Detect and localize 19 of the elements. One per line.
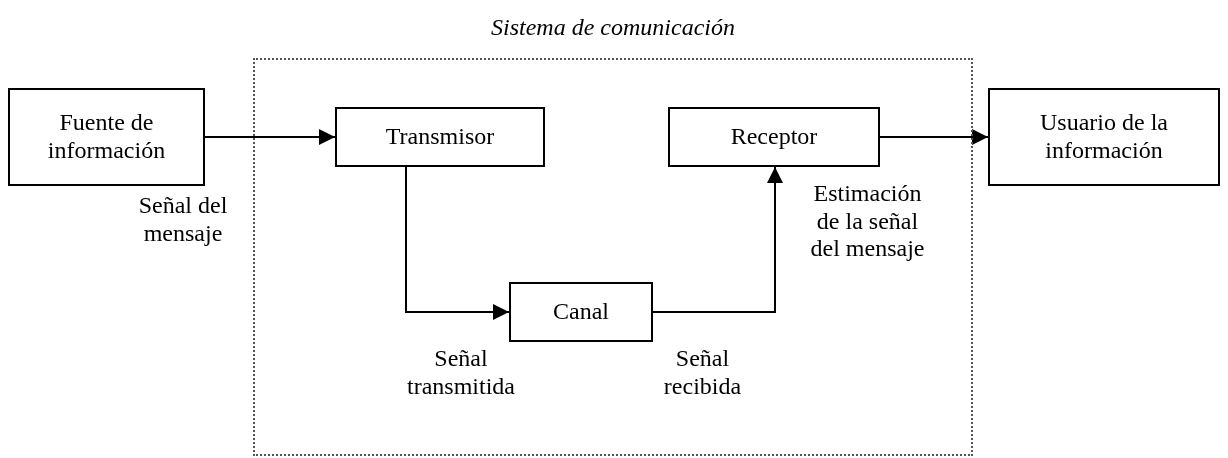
process-box: [668, 107, 880, 167]
process-box: [335, 107, 545, 167]
process-box: [8, 88, 205, 186]
arrow: [652, 166, 783, 313]
system-title: Sistema de comunicación: [490, 14, 736, 42]
box-label: Usuario de la información: [1039, 109, 1169, 165]
arrow: [204, 129, 336, 145]
signal-label: Señal recibida: [662, 345, 743, 401]
box-label: Fuente de información: [46, 109, 167, 165]
signal-label: Estimación de la señal del mensaje: [809, 180, 926, 263]
arrow: [405, 166, 510, 320]
arrow: [879, 129, 989, 145]
box-label: Receptor: [729, 123, 819, 151]
signal-label: Señal transmitida: [406, 345, 516, 401]
signal-label: Señal del mensaje: [137, 192, 229, 248]
process-box: [988, 88, 1220, 186]
box-label: Transmisor: [384, 123, 496, 151]
box-label: Canal: [552, 298, 610, 326]
process-box: [509, 282, 653, 342]
